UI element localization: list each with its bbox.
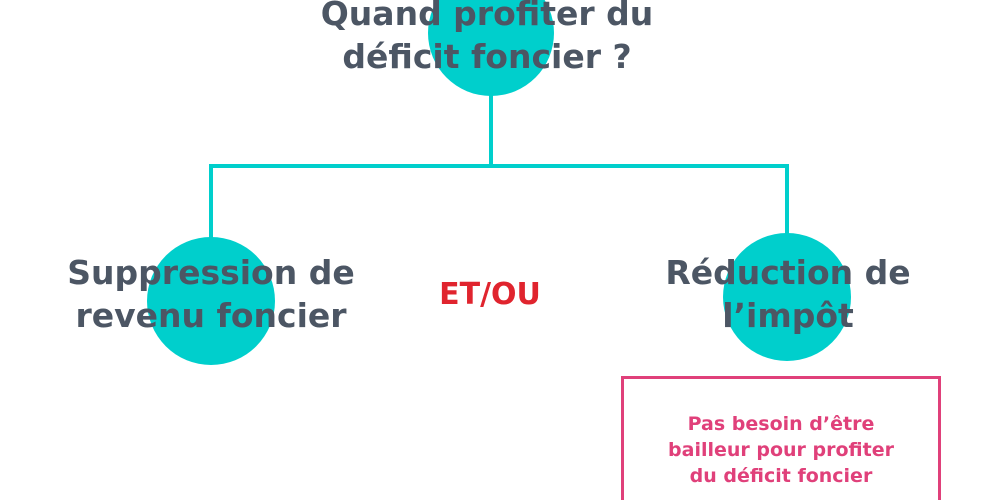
root-node-label: Quand profiter du déficit foncier ? [321,0,653,78]
note-line1: Pas besoin d’être [687,413,875,435]
note-box: Pas besoin d’être bailleur pour profiter… [621,376,941,500]
note-text: Pas besoin d’être bailleur pour profiter… [624,411,938,489]
note-line3: du déficit foncier [689,465,873,487]
left-branch-label-line1: Suppression de [67,253,355,292]
note-line2: bailleur pour profiter [668,439,894,461]
left-branch-label-line2: revenu foncier [75,296,347,335]
right-branch-label-line2: l’impôt [722,296,854,335]
root-node-label-line2: déficit foncier ? [342,37,632,76]
operator-label: ET/OU [439,277,541,312]
right-branch-circle [723,233,851,361]
right-branch-label: Réduction de l’impôt [665,251,910,337]
left-branch-circle [147,237,275,365]
root-node-label-line1: Quand profiter du [320,0,654,33]
left-branch-label: Suppression de revenu foncier [67,251,354,337]
right-branch-label-line1: Réduction de [665,253,911,292]
